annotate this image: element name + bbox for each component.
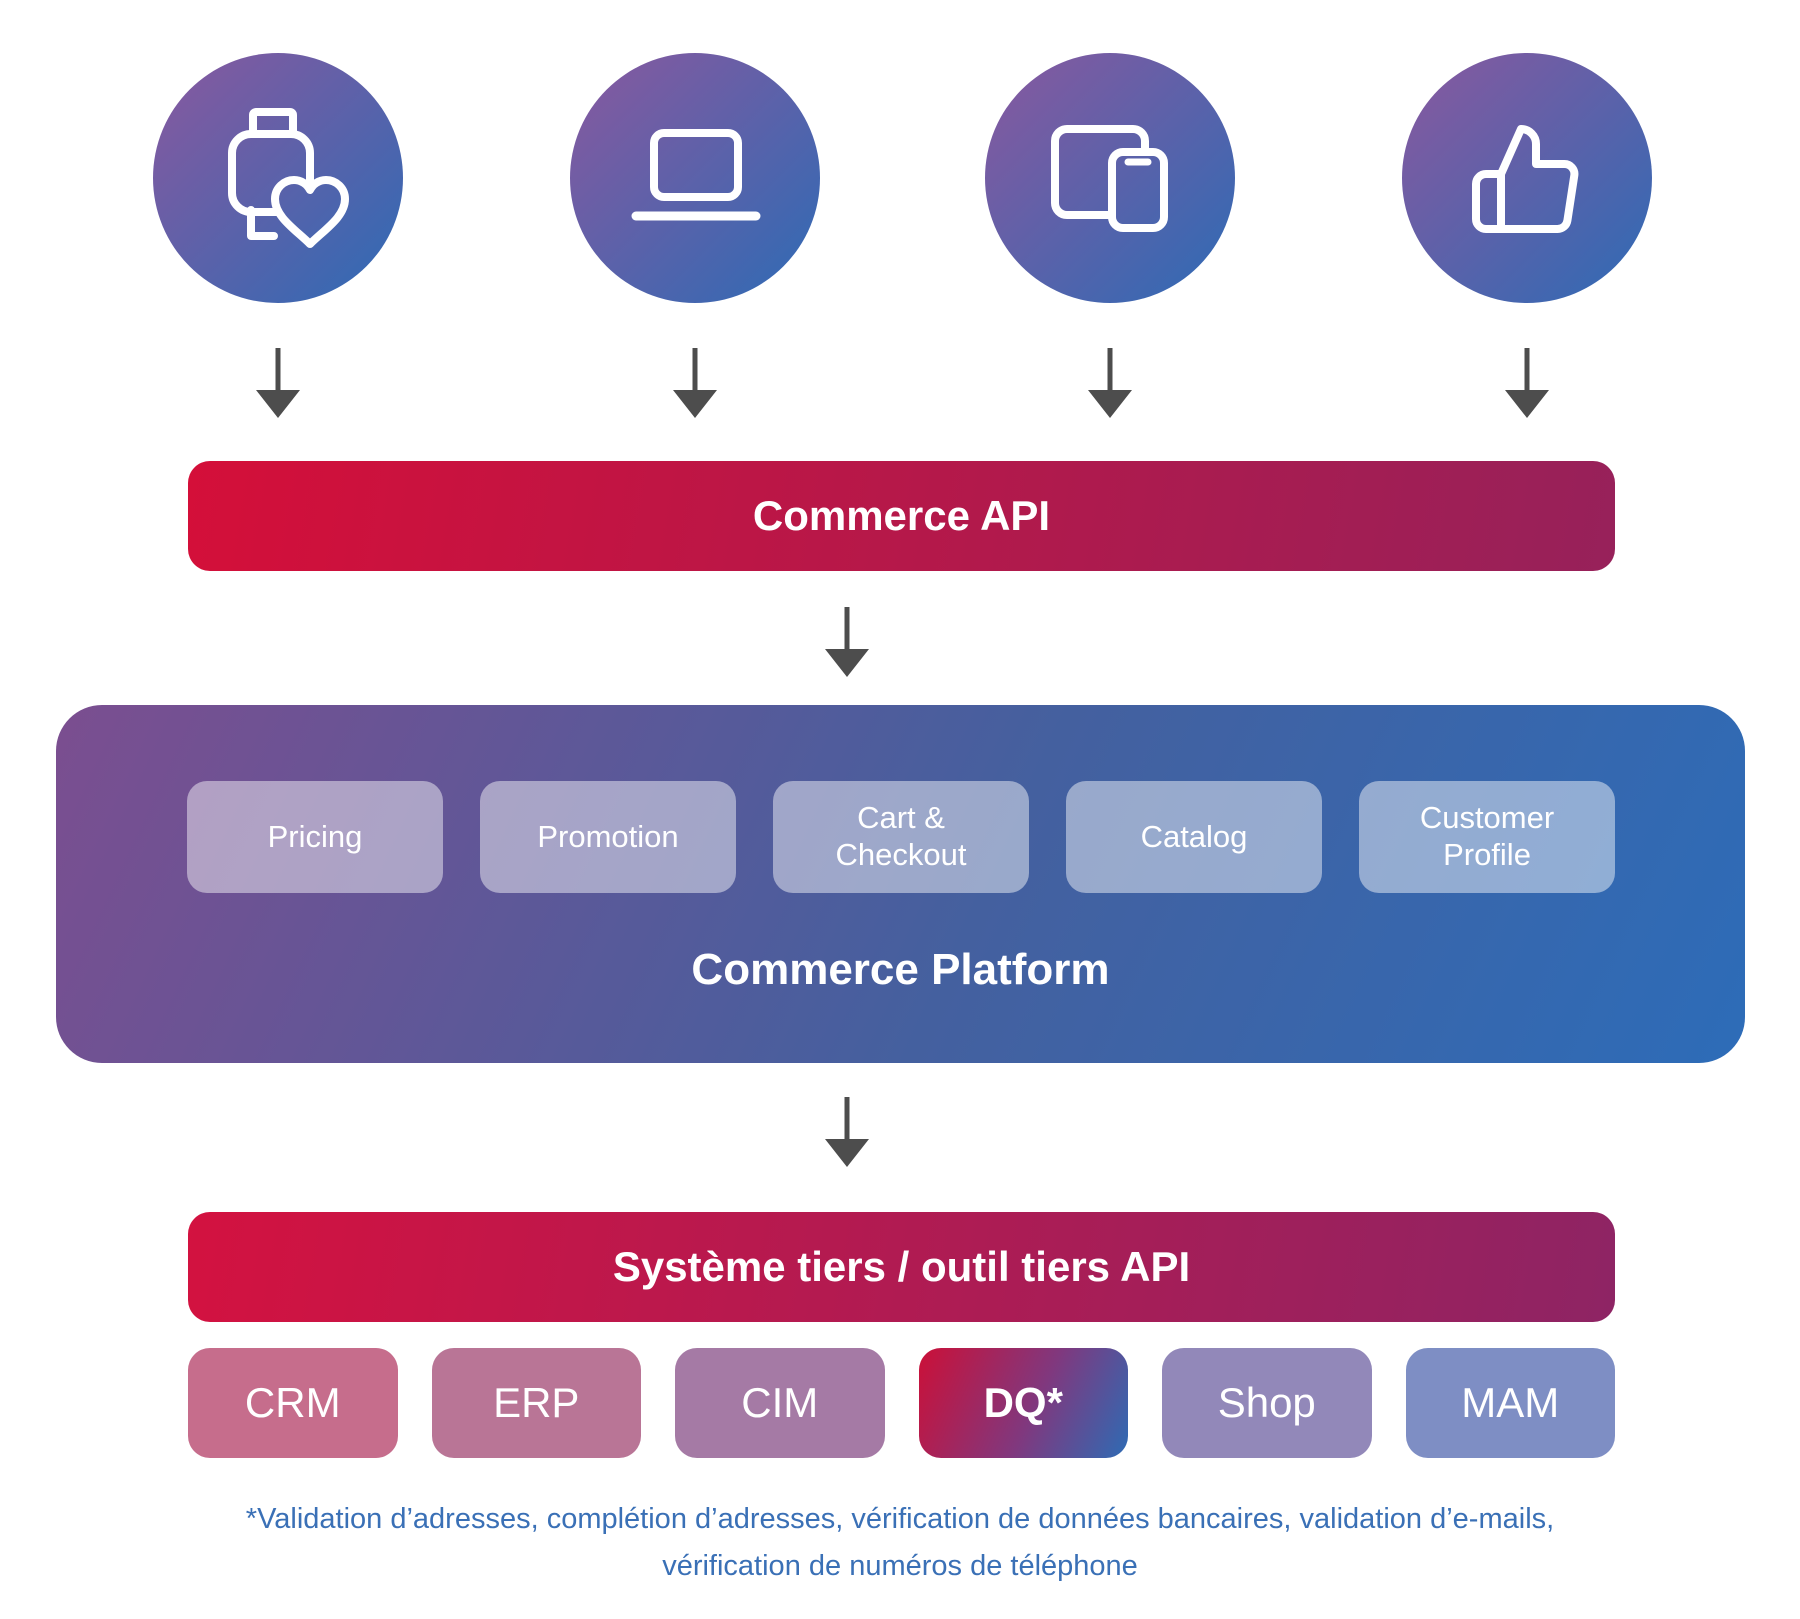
arrow-down-icon xyxy=(825,607,869,677)
platform-module-promotion: Promotion xyxy=(480,781,736,893)
third-party-api-label: Système tiers / outil tiers API xyxy=(612,1243,1191,1290)
system-mam: MAM xyxy=(1405,1348,1615,1458)
smartwatch-heart-icon xyxy=(153,53,403,303)
commerce-platform-panel: Pricing Promotion Cart & Checkout Catalo… xyxy=(56,705,1745,1063)
channel-circle-wearable xyxy=(153,53,403,303)
commerce-api-label: Commerce API xyxy=(752,492,1051,539)
channel-circle-social xyxy=(1402,53,1652,303)
platform-modules: Pricing Promotion Cart & Checkout Catalo… xyxy=(187,781,1615,893)
thumbs-up-icon xyxy=(1402,53,1652,303)
arrow-down-icon xyxy=(1505,348,1549,418)
arrow-down-icon xyxy=(1088,348,1132,418)
system-crm: CRM xyxy=(188,1348,398,1458)
footnote-line-2: vérification de numéros de téléphone xyxy=(662,1550,1138,1582)
system-shop: Shop xyxy=(1162,1348,1372,1458)
arrow-down-icon xyxy=(673,348,717,418)
arrow-down-icon xyxy=(825,1097,869,1167)
system-cim: CIM xyxy=(675,1348,885,1458)
platform-module-catalog: Catalog xyxy=(1066,781,1322,893)
platform-module-cart-checkout: Cart & Checkout xyxy=(773,781,1029,893)
third-party-api-bar: Système tiers / outil tiers API xyxy=(188,1212,1615,1322)
commerce-platform-label: Commerce Platform xyxy=(691,945,1110,994)
tablet-phone-icon xyxy=(985,53,1235,303)
commerce-api-bar: Commerce API xyxy=(188,461,1615,571)
laptop-icon xyxy=(570,53,820,303)
platform-module-customer-profile: Customer Profile xyxy=(1359,781,1615,893)
channel-circle-laptop xyxy=(570,53,820,303)
footnote: *Validation d’adresses, complétion d’adr… xyxy=(0,1496,1800,1590)
system-dq: DQ* xyxy=(918,1348,1128,1458)
platform-module-pricing: Pricing xyxy=(187,781,443,893)
third-party-systems: CRM ERP CIM DQ* Shop MAM xyxy=(188,1348,1615,1458)
system-erp: ERP xyxy=(431,1348,641,1458)
footnote-line-1: *Validation d’adresses, complétion d’adr… xyxy=(245,1503,1555,1535)
arrow-down-icon xyxy=(256,348,300,418)
channel-circle-devices xyxy=(985,53,1235,303)
